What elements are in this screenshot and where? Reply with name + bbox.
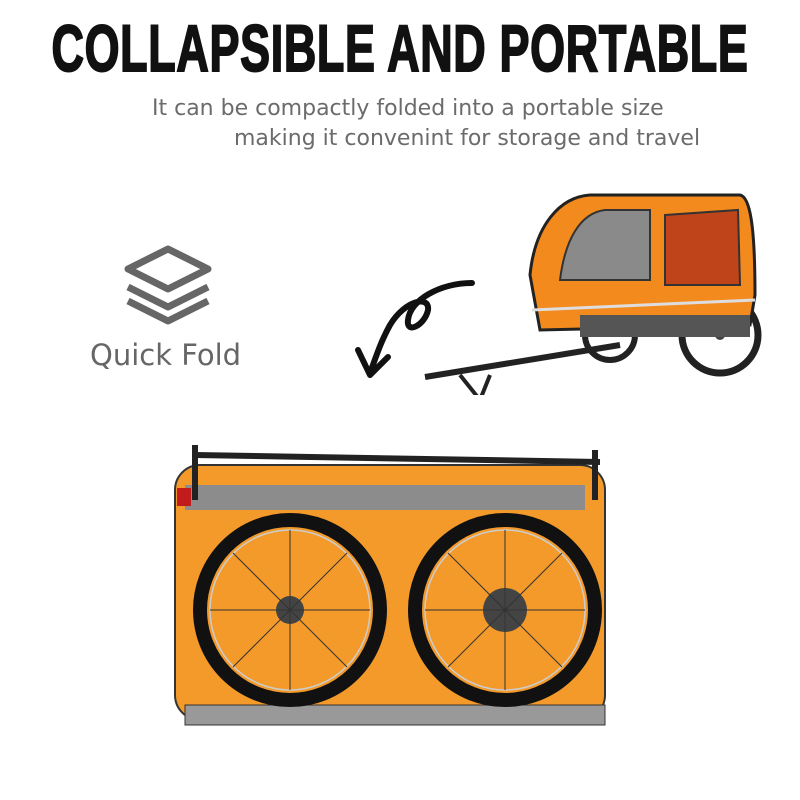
headline: COLLAPSIBLE AND PORTABLE <box>51 10 749 86</box>
trailer-folded-image <box>174 445 606 726</box>
subtitle-line-2: making it convenint for storage and trav… <box>234 126 701 151</box>
layers-icon <box>124 245 212 325</box>
trailer-unfolded-image <box>424 193 762 395</box>
subtitle-line-1: It can be compactly folded into a portab… <box>152 96 664 121</box>
quick-fold-label: Quick Fold <box>90 338 242 372</box>
curved-arrow-icon <box>355 280 475 378</box>
